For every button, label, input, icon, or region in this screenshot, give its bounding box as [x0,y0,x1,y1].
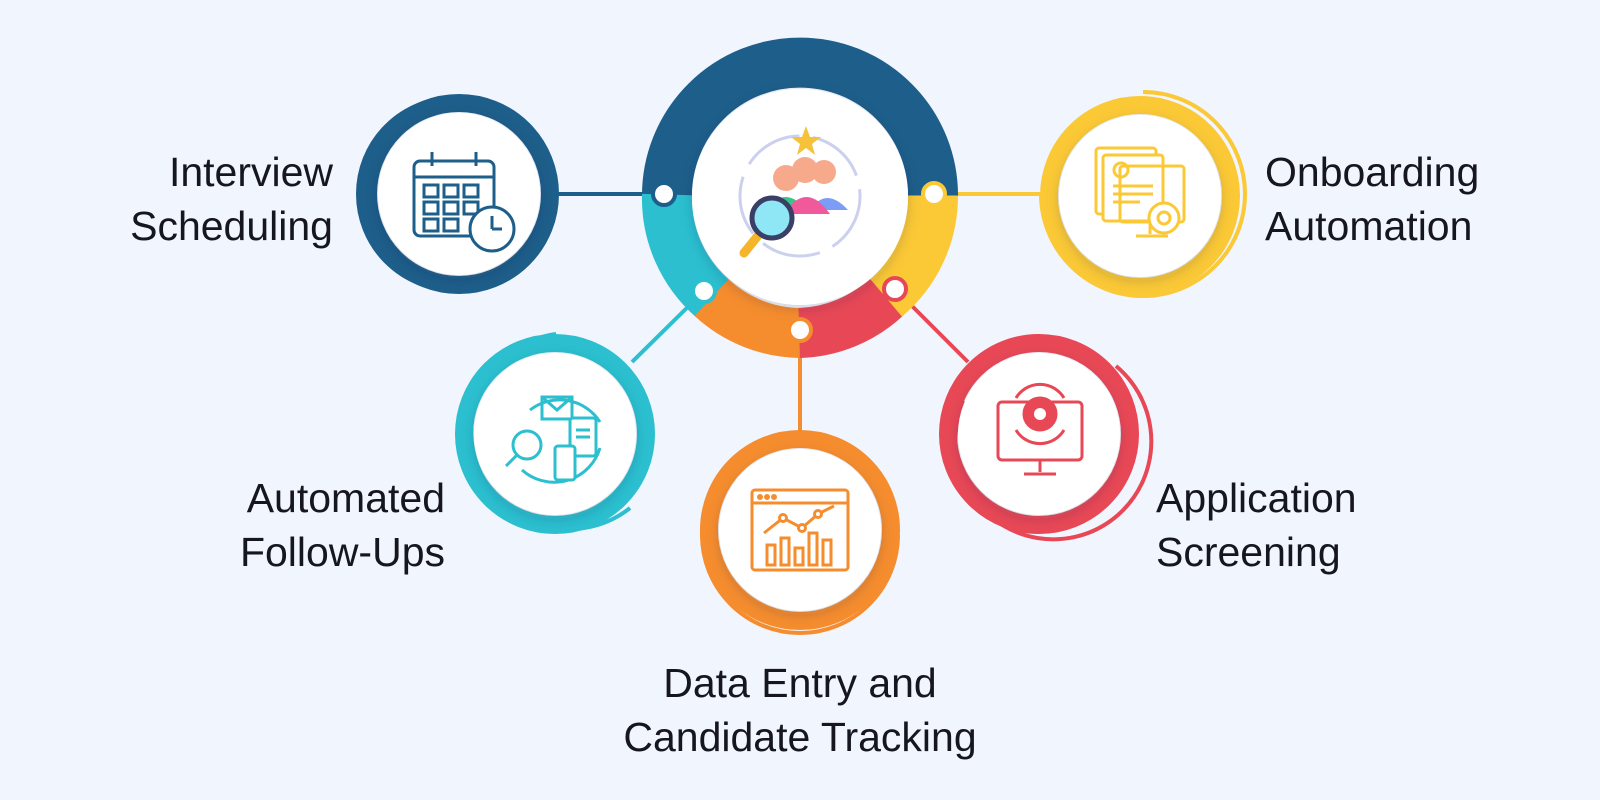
node-onboarding-automation [1039,90,1247,298]
label-onboarding-automation: Onboarding Automation [1265,145,1479,253]
label-line-1: Interview [168,149,333,195]
label-data-entry-tracking: Data Entry and Candidate Tracking [550,656,1050,764]
dot-dataentry [787,317,813,343]
calendar-clock-icon [412,152,516,253]
document-gear-monitor-icon [1094,146,1186,238]
dot-interview [651,181,677,207]
node-application-screening [939,334,1154,542]
label-line-2: Screening [1156,529,1341,575]
label-automated-follow-ups: Automated Follow-Ups [240,471,445,579]
label-line-2: Scheduling [130,203,333,249]
label-line-2: Candidate Tracking [623,714,977,760]
dot-followups [691,278,717,304]
label-line-1: Onboarding [1265,149,1480,195]
label-line-1: Data Entry and [663,660,937,706]
monitor-gear-icon [996,382,1084,476]
label-line-1: Application [1156,475,1357,521]
people-search-icon [738,126,862,258]
ring-dots [651,181,947,343]
analytics-chart-icon [750,488,850,572]
label-line-2: Follow-Ups [239,529,445,575]
hub-segment-navy [641,37,959,197]
node-automated-follow-ups [455,332,655,534]
node-interview-scheduling [356,94,559,294]
label-line-1: Automated [246,475,445,521]
label-line-2: Automation [1265,203,1473,249]
hub-center [692,89,908,305]
envelope-devices-search-icon [504,395,602,484]
node-data-entry-tracking [700,430,900,635]
label-interview-scheduling: Interview Scheduling [130,145,333,253]
dot-onboarding [921,181,947,207]
label-application-screening: Application Screening [1156,471,1357,579]
dot-screening [882,276,908,302]
